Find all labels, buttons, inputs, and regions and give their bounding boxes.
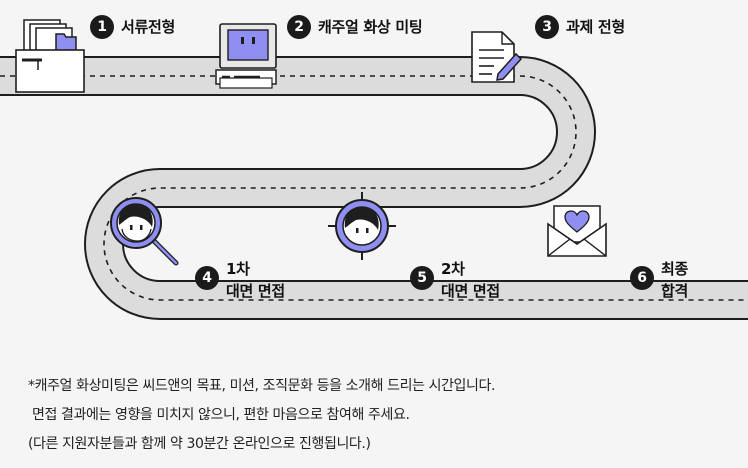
step-title: 캐주얼 화상 미팅 xyxy=(318,18,423,36)
step-6-label: 6 최종 합격 xyxy=(630,258,688,302)
step-title-line1: 1차 xyxy=(226,260,250,278)
footnote-line-3: (다른 지원자분들과 함께 약 30분간 온라인으로 진행됩니다.) xyxy=(28,436,371,452)
step-title: 과제 전형 xyxy=(566,18,625,36)
crosshair-face-icon xyxy=(328,192,396,260)
step-number-badge: 1 xyxy=(90,15,114,39)
step-number-badge: 6 xyxy=(630,266,654,290)
step-number-badge: 5 xyxy=(410,266,434,290)
step-title-line1: 최종 xyxy=(661,260,689,278)
document-pen-icon xyxy=(471,31,523,83)
step-5-label: 5 2차 대면 면접 xyxy=(410,258,500,302)
footnote-line-2: 면접 결과에는 영향을 미치지 않으니, 편한 마음으로 참여해 주세요. xyxy=(28,407,410,423)
step-number-badge: 4 xyxy=(195,266,219,290)
step-number-badge: 3 xyxy=(535,15,559,39)
step-title-line1: 2차 xyxy=(441,260,465,278)
step-title-line2: 대면 면접 xyxy=(226,282,285,300)
magnifier-face-icon xyxy=(110,197,179,266)
heart-envelope-icon xyxy=(547,205,607,257)
winding-road xyxy=(0,56,748,320)
footnote: *캐주얼 화상미팅은 씨드앤의 목표, 미션, 조직문화 등을 소개해 드리는 … xyxy=(28,372,495,459)
step-title-line2: 대면 면접 xyxy=(441,282,500,300)
step-title: 서류전형 xyxy=(121,18,176,36)
step-title-line2: 합격 xyxy=(661,282,689,300)
paper-tray-icon xyxy=(15,19,85,93)
computer-icon xyxy=(215,23,277,89)
step-4-label: 4 1차 대면 면접 xyxy=(195,258,285,302)
step-2-label: 2 캐주얼 화상 미팅 xyxy=(287,15,423,39)
step-1-label: 1 서류전형 xyxy=(90,15,175,39)
step-number-badge: 2 xyxy=(287,15,311,39)
step-3-label: 3 과제 전형 xyxy=(535,15,625,39)
footnote-line-1: *캐주얼 화상미팅은 씨드앤의 목표, 미션, 조직문화 등을 소개해 드리는 … xyxy=(28,378,496,394)
